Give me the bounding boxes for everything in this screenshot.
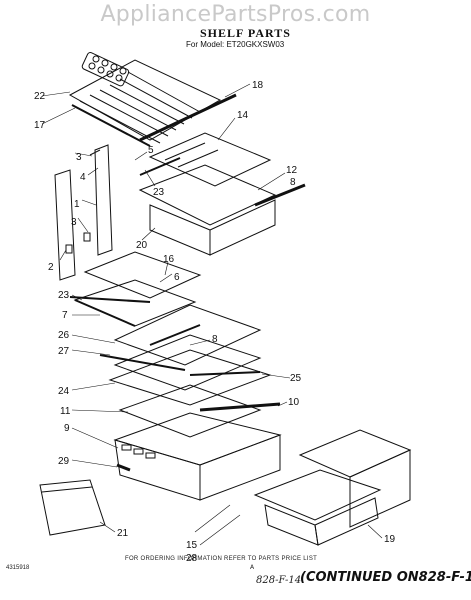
callout-10: 10 [288, 397, 300, 408]
ordering-note: FOR ORDERING INFORMATION REFER TO PARTS … [125, 556, 318, 562]
callout-21: 21 [117, 528, 129, 539]
callout-1: 1 [74, 199, 80, 210]
callout-3b: 3 [71, 217, 77, 228]
callout-8: 8 [290, 177, 296, 188]
callout-22: 22 [34, 91, 46, 102]
handwritten-ref: 828-F-14 [256, 575, 302, 586]
callout-28: 28 [186, 553, 198, 564]
diagram-title: SHELF PARTS [200, 26, 291, 40]
callout-24: 24 [58, 386, 70, 397]
egg-tray [81, 52, 130, 87]
callout-20: 20 [136, 240, 148, 251]
callout-18: 18 [252, 80, 264, 91]
model-line: For Model: ET20GKXSW03 [186, 40, 285, 49]
callout-19: 19 [384, 534, 396, 545]
document-number: 4315918 [6, 565, 30, 571]
callout-9: 9 [64, 423, 70, 434]
callout-12: 12 [286, 165, 298, 176]
callout-25: 25 [290, 373, 302, 384]
callout-14: 14 [237, 110, 249, 121]
callout-23b: 23 [58, 290, 70, 301]
continued-ref-mark: A [250, 564, 255, 571]
callout-4: 4 [80, 172, 86, 183]
callout-23: 23 [153, 187, 165, 198]
callout-6: 6 [174, 272, 180, 283]
callout-17: 17 [34, 120, 46, 131]
continued-note: (CONTINUED ON828-F-1, [300, 570, 471, 585]
callout-26: 26 [58, 330, 70, 341]
callout-16: 16 [163, 254, 175, 265]
callout-5: 5 [148, 145, 154, 156]
callout-29: 29 [58, 456, 70, 467]
callout-15: 15 [186, 540, 198, 551]
callout-2: 2 [48, 262, 54, 273]
callout-11: 11 [60, 406, 71, 417]
callout-8b: 8 [212, 334, 218, 345]
watermark: AppliancePartsPros.com [100, 2, 371, 27]
callout-3: 3 [76, 152, 82, 163]
callout-27: 27 [58, 346, 70, 357]
callout-7: 7 [62, 310, 68, 321]
wire-shelf [68, 59, 222, 147]
